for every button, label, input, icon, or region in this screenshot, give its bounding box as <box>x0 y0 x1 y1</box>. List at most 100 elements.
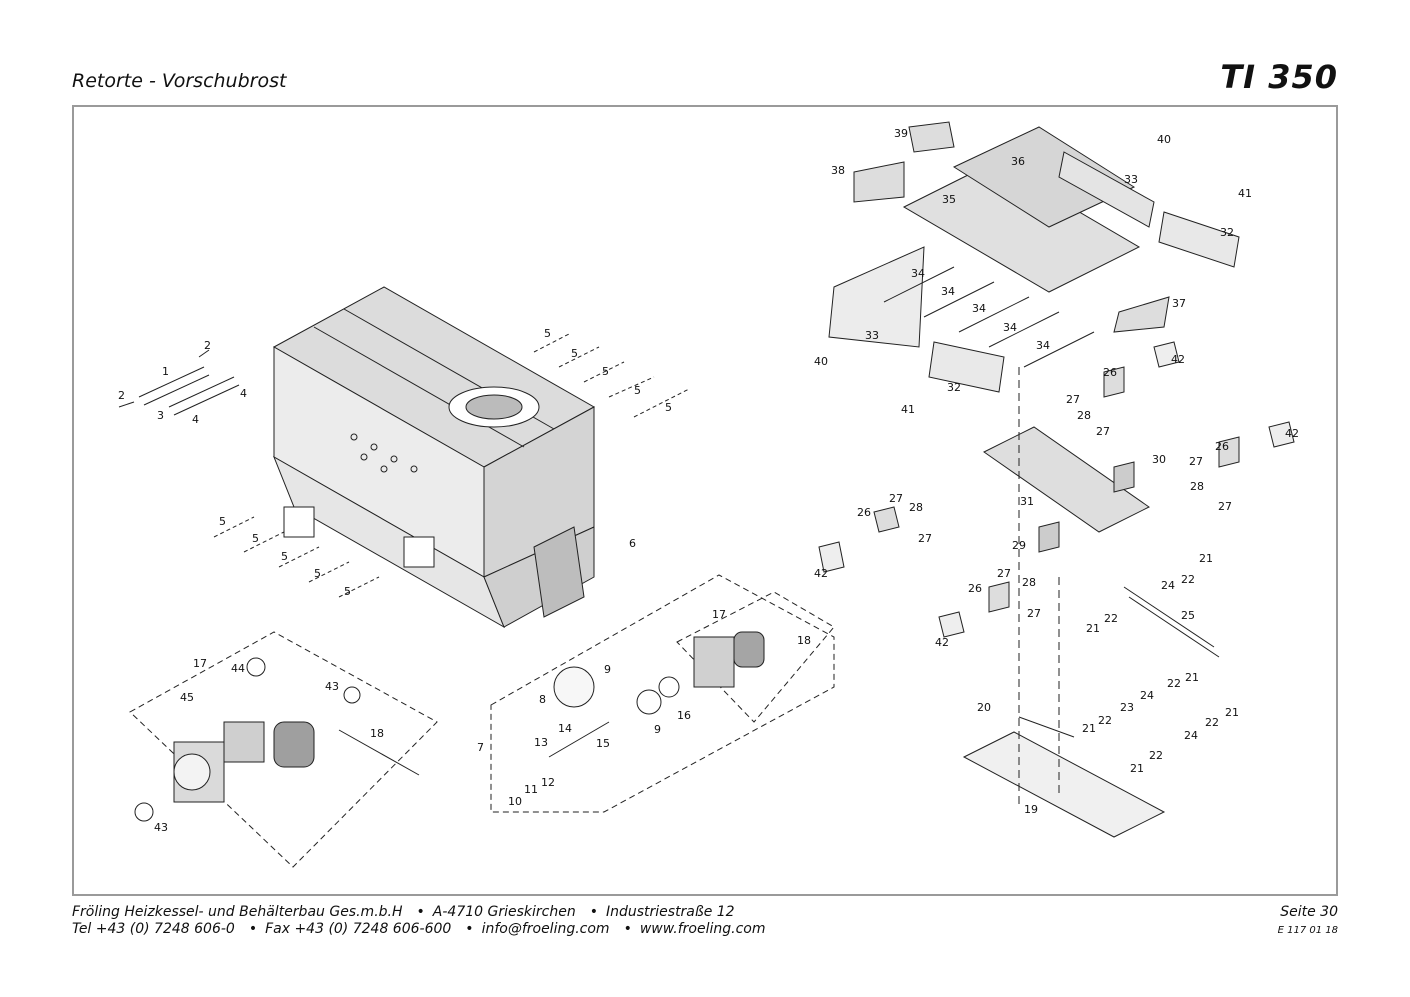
callout: 5 <box>219 515 226 528</box>
callout: 42 <box>935 636 949 649</box>
callout: 27 <box>1027 607 1041 620</box>
diagram-frame: 1 2 2 3 4 4 5 5 5 5 5 5 5 5 5 5 6 7 8 9 … <box>72 105 1338 896</box>
callout: 40 <box>814 355 828 368</box>
callout: 33 <box>1124 173 1138 186</box>
company-city: A-4710 Grieskirchen <box>432 904 576 920</box>
callout: 5 <box>634 384 641 397</box>
callout: 21 <box>1082 722 1096 735</box>
callout: 43 <box>325 680 339 693</box>
callout: 23 <box>1120 701 1134 714</box>
footer-line-1: Fröling Heizkessel- und Behälterbau Ges.… <box>72 904 735 920</box>
company-phone: Tel +43 (0) 7248 606-0 <box>72 921 235 937</box>
callout: 21 <box>1199 552 1213 565</box>
callout: 27 <box>997 567 1011 580</box>
callout: 41 <box>1238 187 1252 200</box>
callout: 39 <box>894 127 908 140</box>
callout: 15 <box>596 737 610 750</box>
callout: 19 <box>1024 803 1038 816</box>
company-website[interactable]: www.froeling.com <box>639 921 766 937</box>
callout: 40 <box>1157 133 1171 146</box>
callout: 32 <box>1220 226 1234 239</box>
callout: 22 <box>1149 749 1163 762</box>
company-email[interactable]: info@froeling.com <box>481 921 610 937</box>
callout: 1 <box>162 365 169 378</box>
callout: 22 <box>1205 716 1219 729</box>
callout: 16 <box>677 709 691 722</box>
callout: 27 <box>1096 425 1110 438</box>
callout: 21 <box>1130 762 1144 775</box>
callout: 5 <box>571 347 578 360</box>
callout: 34 <box>972 302 986 315</box>
callout: 14 <box>558 722 572 735</box>
callout: 26 <box>968 582 982 595</box>
callout: 27 <box>1066 393 1080 406</box>
callout: 24 <box>1140 689 1154 702</box>
company-name: Fröling Heizkessel- und Behälterbau Ges.… <box>72 904 403 920</box>
center-gearbox-group-drawing <box>490 574 835 813</box>
callout: 42 <box>1171 353 1185 366</box>
callout: 36 <box>1011 155 1025 168</box>
callout: 5 <box>281 550 288 563</box>
callout: 5 <box>252 532 259 545</box>
callout: 42 <box>1285 427 1299 440</box>
callout: 28 <box>1022 576 1036 589</box>
page-number: Seite 30 <box>1280 904 1338 920</box>
callout: 18 <box>370 727 384 740</box>
callout: 6 <box>629 537 636 550</box>
callout: 13 <box>534 736 548 749</box>
exploded-parts-diagram-icon: 1 2 2 3 4 4 5 5 5 5 5 5 5 5 5 5 6 7 8 9 … <box>118 121 1299 868</box>
callout: 5 <box>544 327 551 340</box>
callout: 12 <box>541 776 555 789</box>
company-street: Industriestraße 12 <box>605 904 735 920</box>
callout: 2 <box>204 339 211 352</box>
callout: 26 <box>857 506 871 519</box>
callout: 17 <box>712 608 726 621</box>
callout: 24 <box>1161 579 1175 592</box>
callout: 42 <box>814 567 828 580</box>
callout: 5 <box>314 567 321 580</box>
callout: 10 <box>508 795 522 808</box>
callout: 2 <box>118 389 125 402</box>
footer-page-info: Seite 30 E 117 01 18 <box>1278 904 1338 938</box>
callout: 26 <box>1215 440 1229 453</box>
callout: 35 <box>942 193 956 206</box>
callout-labels: 1 2 2 3 4 4 5 5 5 5 5 5 5 5 5 5 6 7 8 9 … <box>118 127 1299 834</box>
callout: 43 <box>154 821 168 834</box>
callout: 44 <box>231 662 245 675</box>
callout: 28 <box>1190 480 1204 493</box>
company-fax: Fax +43 (0) 7248 606-600 <box>265 921 452 937</box>
callout: 41 <box>901 403 915 416</box>
callout: 21 <box>1086 622 1100 635</box>
callout: 27 <box>889 492 903 505</box>
callout: 22 <box>1104 612 1118 625</box>
callout: 7 <box>477 741 484 754</box>
bolts-drawing <box>213 333 690 598</box>
callout: 34 <box>911 267 925 280</box>
callout: 22 <box>1098 714 1112 727</box>
callout: 34 <box>941 285 955 298</box>
callout: 5 <box>344 585 351 598</box>
callout: 5 <box>665 401 672 414</box>
document-code: E 117 01 18 <box>1277 925 1338 936</box>
callout: 34 <box>1036 339 1050 352</box>
callout: 45 <box>180 691 194 704</box>
callout: 20 <box>977 701 991 714</box>
callout: 24 <box>1184 729 1198 742</box>
callout: 21 <box>1225 706 1239 719</box>
footer-line-2: Tel +43 (0) 7248 606-0•Fax +43 (0) 7248 … <box>72 921 766 937</box>
left-motor-group-drawing <box>129 631 438 868</box>
footer-company: Fröling Heizkessel- und Behälterbau Ges.… <box>72 904 774 938</box>
callout: 38 <box>831 164 845 177</box>
callout: 34 <box>1003 321 1017 334</box>
callout: 31 <box>1020 495 1034 508</box>
callout: 22 <box>1181 573 1195 586</box>
callout: 17 <box>193 657 207 670</box>
callout: 30 <box>1152 453 1166 466</box>
callout: 27 <box>1189 455 1203 468</box>
callout: 27 <box>918 532 932 545</box>
retort-body-drawing <box>272 286 596 629</box>
callout: 28 <box>1077 409 1091 422</box>
callout: 18 <box>797 634 811 647</box>
callout: 5 <box>602 365 609 378</box>
grate-stack-drawing <box>828 121 1240 393</box>
